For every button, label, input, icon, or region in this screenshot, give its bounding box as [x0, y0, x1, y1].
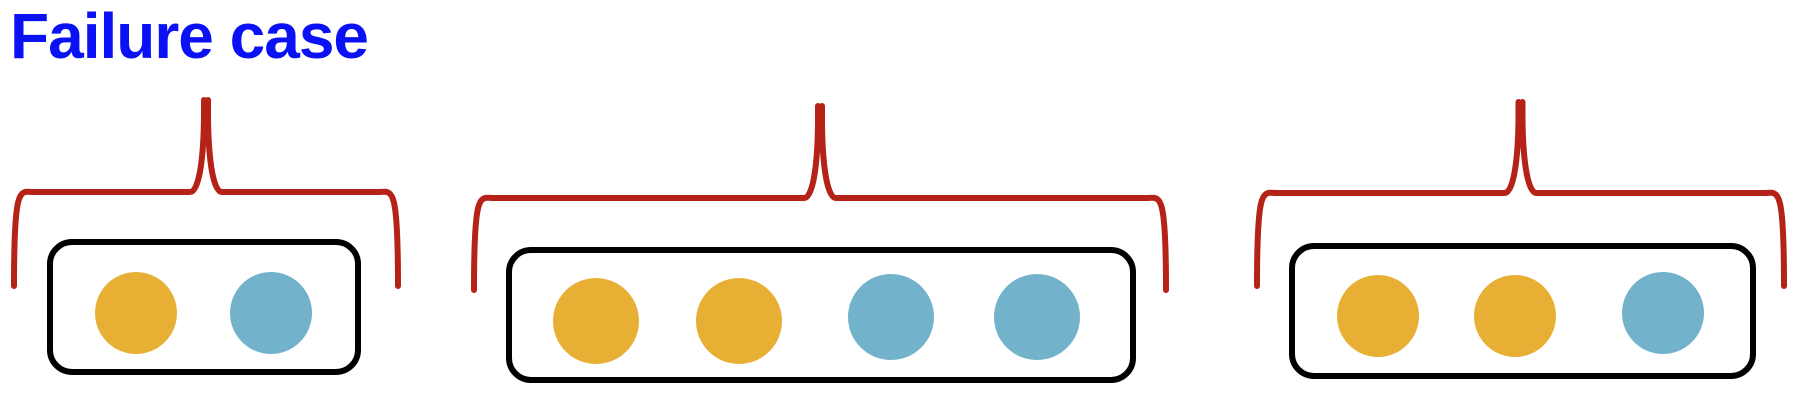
group-box [1289, 243, 1756, 379]
group-1 [11, 97, 401, 375]
blue-circle [994, 274, 1080, 360]
blue-circle [848, 274, 934, 360]
blue-circle [230, 272, 312, 354]
group-2 [471, 103, 1169, 383]
orange-circle [95, 272, 177, 354]
curly-brace [1254, 99, 1787, 289]
orange-circle [696, 278, 782, 364]
orange-circle [1337, 275, 1419, 357]
group-box [47, 239, 361, 375]
orange-circle [553, 278, 639, 364]
diagram-title: Failure case [10, 0, 369, 72]
orange-circle [1474, 275, 1556, 357]
curly-brace [471, 103, 1169, 293]
group-box [506, 247, 1136, 383]
blue-circle [1622, 272, 1704, 354]
group-3 [1254, 99, 1787, 379]
curly-brace [11, 97, 401, 289]
